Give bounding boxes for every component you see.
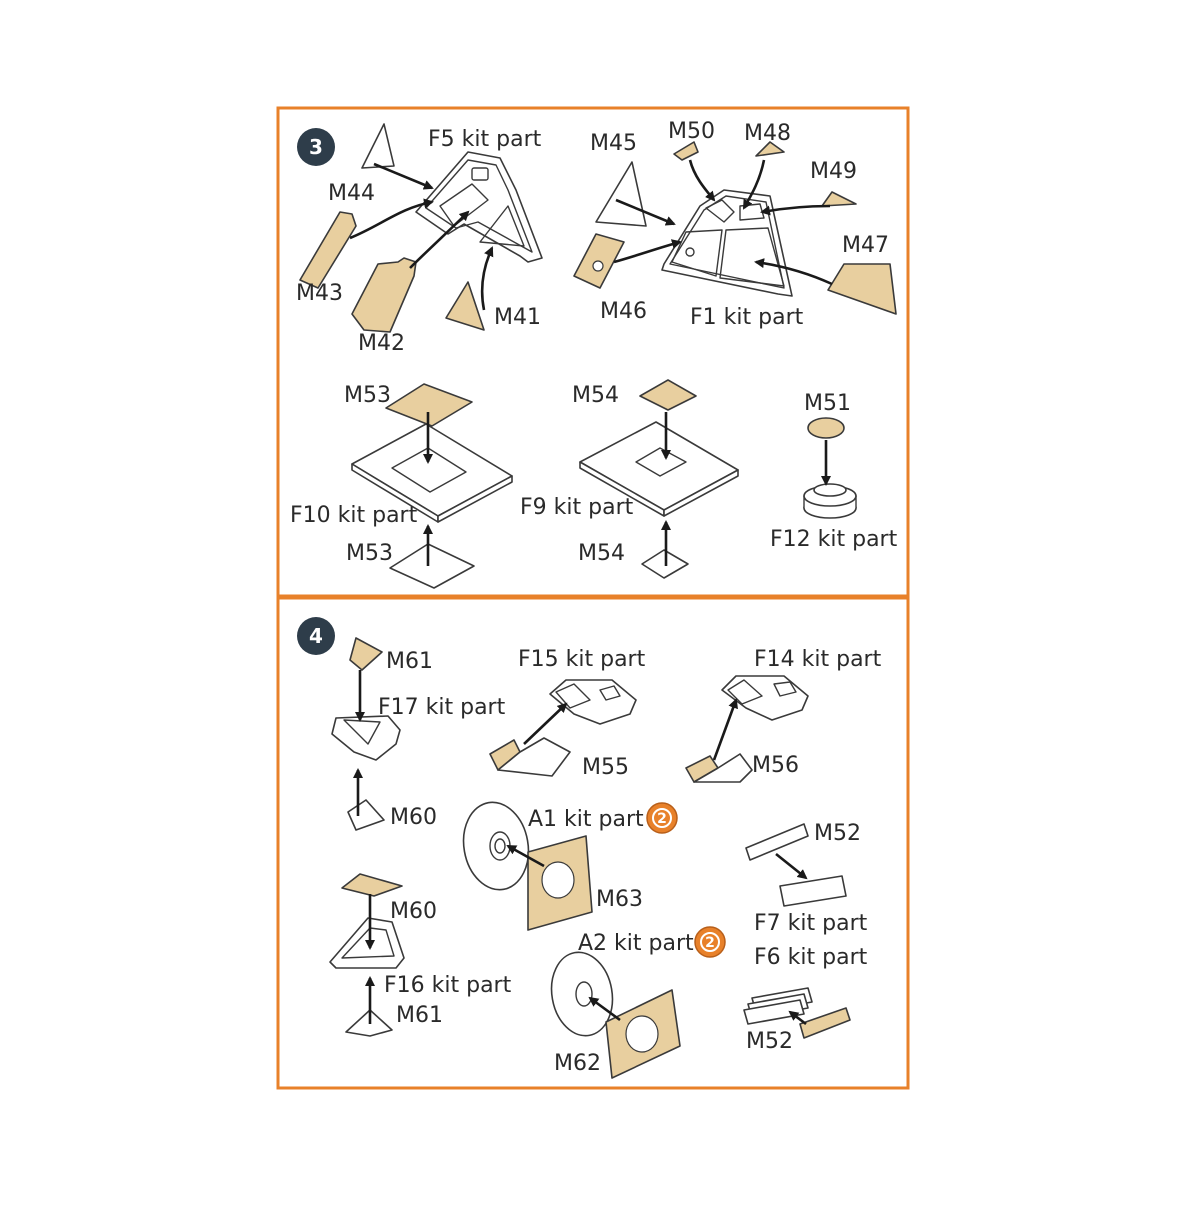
- f10-kit-part-drawing: [351, 423, 513, 523]
- label-f14: F14 kit part: [754, 647, 882, 672]
- label-m42: M42: [358, 331, 405, 356]
- label-f15: F15 kit part: [518, 647, 646, 672]
- m42-part: [351, 257, 417, 333]
- m55-outline: [497, 737, 571, 777]
- f15-kit-part-drawing: [549, 679, 637, 725]
- m48-part: [755, 141, 785, 157]
- label-m61-bottom: M61: [396, 1003, 443, 1028]
- label-f7: F7 kit part: [754, 911, 868, 936]
- label-f6: F6 kit part: [754, 945, 868, 970]
- label-f1: F1 kit part: [690, 305, 804, 330]
- f6-kit-part-drawing: [743, 987, 813, 1025]
- arrow-m45-f1: [615, 198, 676, 226]
- f7-kit-part-drawing: [779, 875, 847, 907]
- m41-part: [445, 281, 485, 331]
- m60-top-part: [347, 799, 385, 831]
- label-m45: M45: [590, 131, 637, 156]
- f17-kit-part-drawing: [331, 715, 401, 761]
- label-m49: M49: [810, 159, 857, 184]
- m49-part: [821, 191, 857, 207]
- arrow-m43-f5: [349, 198, 434, 240]
- arrow-m41-f5: [480, 246, 494, 311]
- m51-part: [807, 417, 845, 439]
- step3-frame: [276, 106, 910, 598]
- f16-kit-part-drawing: [329, 917, 405, 969]
- label-m60-bottom: M60: [390, 899, 437, 924]
- arrow-m55-f15: [523, 702, 568, 745]
- label-f17: F17 kit part: [378, 695, 506, 720]
- m61-top-part: [349, 637, 383, 671]
- label-m54-bottom: M54: [578, 541, 625, 566]
- arrow-m44-f5: [373, 162, 434, 190]
- label-m44: M44: [328, 181, 375, 206]
- a2-kit-part-drawing: [550, 951, 614, 1037]
- m43-part: [299, 211, 357, 289]
- arrow-m47-f1: [754, 258, 833, 286]
- m53-bottom-part: [389, 543, 475, 589]
- m52-top-part: [745, 823, 809, 861]
- arrow-m52-f6: [788, 1010, 807, 1026]
- m56-outline: [693, 753, 753, 783]
- arrow-m49-f1: [760, 204, 831, 216]
- rotate-icon-a1: 2: [646, 802, 678, 834]
- label-m62: M62: [554, 1051, 601, 1076]
- label-m50: M50: [668, 119, 715, 144]
- label-m52-top: M52: [814, 821, 861, 846]
- svg-text:2: 2: [657, 811, 667, 827]
- label-m53-bottom: M53: [346, 541, 393, 566]
- m53-top-part: [385, 383, 473, 427]
- rotate-icon-a2: 2: [694, 926, 726, 958]
- arrow-m63-a1: [506, 844, 545, 868]
- m47-part: [827, 263, 897, 315]
- label-m48: M48: [744, 121, 791, 146]
- m50-part: [673, 141, 699, 161]
- label-m41: M41: [494, 305, 541, 330]
- label-f9: F9 kit part: [520, 495, 634, 520]
- label-m43: M43: [296, 281, 343, 306]
- arrow-m50-f1: [688, 159, 716, 202]
- f1-kit-part-drawing: [661, 189, 793, 297]
- f5-kit-part-drawing: [415, 151, 543, 263]
- label-m53-top: M53: [344, 383, 391, 408]
- label-m52-bottom: M52: [746, 1029, 793, 1054]
- label-f10: F10 kit part: [290, 503, 418, 528]
- label-m63: M63: [596, 887, 643, 912]
- arrow-m56-f14: [712, 698, 738, 761]
- f14-kit-part-drawing: [721, 675, 809, 721]
- label-a1: A1 kit part: [528, 807, 644, 832]
- arrow-m52-f7: [775, 852, 808, 880]
- m60-bottom-part: [341, 873, 403, 897]
- arrow-m62-a2: [588, 996, 621, 1022]
- step4-number: 4: [309, 624, 323, 648]
- label-m51: M51: [804, 391, 851, 416]
- arrow-m42-f5: [409, 210, 470, 269]
- f9-kit-part-drawing: [579, 421, 739, 517]
- label-m54-top: M54: [572, 383, 619, 408]
- step4-frame: [276, 596, 910, 1090]
- m44-part: [361, 123, 395, 169]
- label-a2: A2 kit part: [578, 931, 694, 956]
- svg-text:2: 2: [705, 935, 715, 951]
- label-m55: M55: [582, 755, 629, 780]
- label-f5: F5 kit part: [428, 127, 542, 152]
- step3-number: 3: [309, 135, 323, 159]
- label-f16: F16 kit part: [384, 973, 512, 998]
- label-m56: M56: [752, 753, 799, 778]
- label-m61-top: M61: [386, 649, 433, 674]
- arrow-m48-f1: [742, 159, 766, 210]
- label-f12: F12 kit part: [770, 527, 898, 552]
- step3-badge: 3: [297, 128, 335, 166]
- step4-badge: 4: [297, 617, 335, 655]
- label-m47: M47: [842, 233, 889, 258]
- m45-part: [595, 161, 647, 227]
- m54-top-part: [639, 379, 697, 411]
- arrow-m46-f1: [613, 239, 682, 264]
- label-m60-top: M60: [390, 805, 437, 830]
- label-m46: M46: [600, 299, 647, 324]
- f12-kit-part-drawing: [803, 483, 857, 519]
- a1-kit-part-drawing: [462, 801, 530, 891]
- m52-bottom-part: [799, 1007, 851, 1039]
